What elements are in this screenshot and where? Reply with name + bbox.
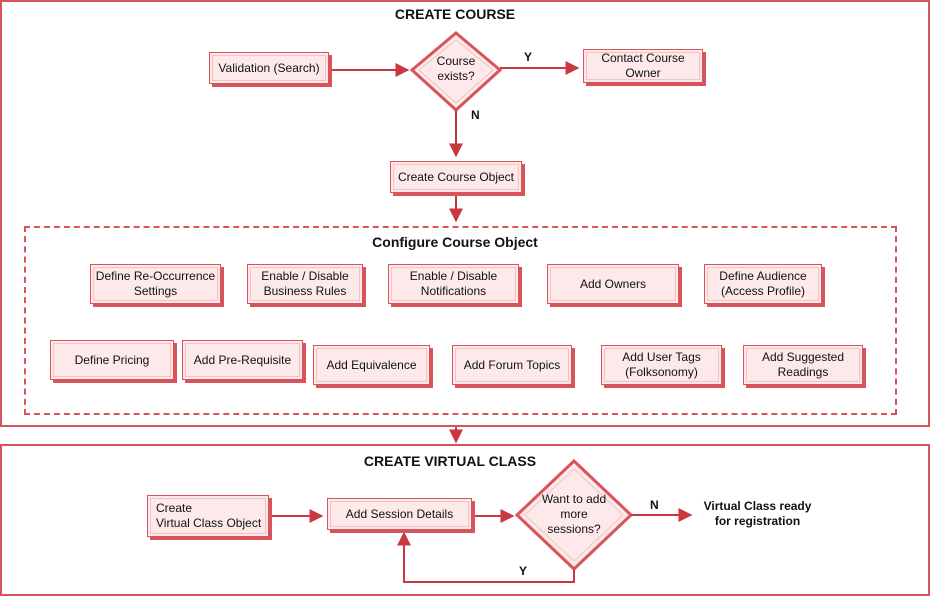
no-label-course: N bbox=[471, 108, 480, 122]
add-equivalence-label: Add Equivalence bbox=[326, 357, 417, 372]
ready-line1: Virtual Class ready bbox=[703, 499, 812, 513]
more-sessions-line2: more bbox=[560, 507, 588, 521]
add-user-tags-line2: (Folksonomy) bbox=[625, 365, 698, 379]
define-pricing-box[interactable]: Define Pricing bbox=[50, 340, 174, 380]
yes-label-course: Y bbox=[524, 50, 533, 64]
add-owners-box[interactable]: Add Owners bbox=[547, 264, 679, 304]
create-vc-object-line2: Virtual Class Object bbox=[156, 516, 262, 530]
add-suggested-readings-line2: Readings bbox=[777, 365, 829, 379]
create-course-object-label: Create Course Object bbox=[397, 169, 515, 184]
add-user-tags-line1: Add User Tags bbox=[622, 350, 701, 364]
add-suggested-readings-line1: Add Suggested bbox=[761, 350, 845, 364]
business-rules-box[interactable]: Enable / Disable Business Rules bbox=[247, 264, 363, 304]
create-course-panel bbox=[0, 0, 930, 427]
configure-course-object-region bbox=[24, 226, 897, 415]
business-rules-line1: Enable / Disable bbox=[261, 269, 349, 283]
ready-line2: for registration bbox=[714, 514, 801, 528]
add-suggested-readings-box[interactable]: Add Suggested Readings bbox=[743, 345, 863, 385]
add-forum-topics-box[interactable]: Add Forum Topics bbox=[452, 345, 572, 385]
arrow-yes-loop-back bbox=[397, 531, 575, 583]
no-label-virtual: N bbox=[650, 498, 659, 512]
notifications-box[interactable]: Enable / Disable Notifications bbox=[388, 264, 519, 304]
virtual-class-ready-text: Virtual Class ready for registration bbox=[695, 499, 820, 529]
create-course-title: CREATE COURSE bbox=[394, 6, 516, 22]
contact-course-owner-box[interactable]: Contact Course Owner bbox=[583, 49, 703, 83]
define-reoccurrence-line1: Define Re-Occurrence bbox=[95, 269, 216, 283]
create-virtual-class-title: CREATE VIRTUAL CLASS bbox=[363, 453, 537, 469]
add-session-details-box[interactable]: Add Session Details bbox=[327, 498, 472, 530]
contact-owner-line2: Owner bbox=[625, 66, 661, 80]
define-audience-box[interactable]: Define Audience (Access Profile) bbox=[704, 264, 822, 304]
create-vc-object-line1: Create bbox=[156, 501, 193, 515]
course-exists-line1: Course bbox=[436, 54, 476, 68]
create-virtual-class-panel bbox=[0, 444, 930, 596]
add-prerequisite-label: Add Pre-Requisite bbox=[193, 352, 292, 367]
configure-title: Configure Course Object bbox=[372, 234, 538, 250]
add-owners-label: Add Owners bbox=[579, 276, 647, 291]
notifications-line1: Enable / Disable bbox=[409, 269, 498, 283]
add-user-tags-box[interactable]: Add User Tags (Folksonomy) bbox=[601, 345, 722, 385]
add-equivalence-box[interactable]: Add Equivalence bbox=[313, 345, 430, 385]
create-virtual-class-object-box[interactable]: Create Virtual Class Object bbox=[147, 495, 269, 537]
create-course-object-box[interactable]: Create Course Object bbox=[390, 161, 522, 193]
more-sessions-line1: Want to add bbox=[541, 492, 607, 506]
business-rules-line2: Business Rules bbox=[263, 284, 347, 298]
define-audience-line2: (Access Profile) bbox=[720, 284, 806, 298]
define-reoccurrence-line2: Settings bbox=[133, 284, 178, 298]
add-session-details-label: Add Session Details bbox=[345, 506, 454, 521]
course-exists-text: Course exists? bbox=[416, 54, 496, 84]
validation-search-box[interactable]: Validation (Search) bbox=[209, 52, 329, 84]
define-audience-line1: Define Audience bbox=[719, 269, 807, 283]
more-sessions-text: Want to add more sessions? bbox=[529, 492, 619, 537]
notifications-line2: Notifications bbox=[420, 284, 487, 298]
validation-search-label: Validation (Search) bbox=[218, 60, 320, 75]
define-pricing-label: Define Pricing bbox=[74, 352, 150, 367]
yes-label-virtual: Y bbox=[519, 564, 528, 578]
define-reoccurrence-box[interactable]: Define Re-Occurrence Settings bbox=[90, 264, 221, 304]
add-prerequisite-box[interactable]: Add Pre-Requisite bbox=[182, 340, 303, 380]
contact-owner-line1: Contact Course bbox=[601, 51, 685, 65]
more-sessions-line3: sessions? bbox=[547, 522, 601, 536]
add-forum-topics-label: Add Forum Topics bbox=[463, 357, 561, 372]
course-exists-line2: exists? bbox=[437, 69, 475, 83]
